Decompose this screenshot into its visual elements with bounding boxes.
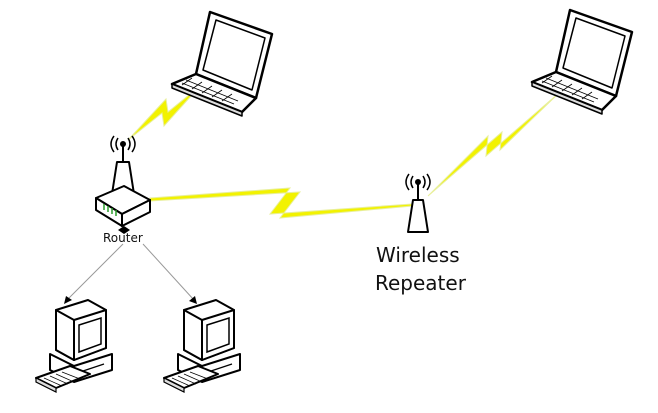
arrowhead-desktop-left [64,296,72,304]
router-label: Router [103,231,143,245]
desktop-computer-icon-right [163,299,241,393]
cable-router-desktop-right [142,243,195,301]
wireless-links [127,85,561,219]
router-icon [95,135,151,234]
lightning-router-repeater [149,187,413,219]
repeater-label-line2: Repeater [375,271,467,295]
arrowhead-desktop-right [189,296,197,304]
cable-router-desktop-left [66,243,124,301]
lightning-repeater-laptop-right [427,91,561,197]
repeater-icon [405,173,431,233]
laptop-icon-right [530,8,634,116]
desktop-computer-icon-left [35,299,113,393]
wired-links [64,243,197,304]
repeater-label-line1: Wireless [376,243,460,267]
